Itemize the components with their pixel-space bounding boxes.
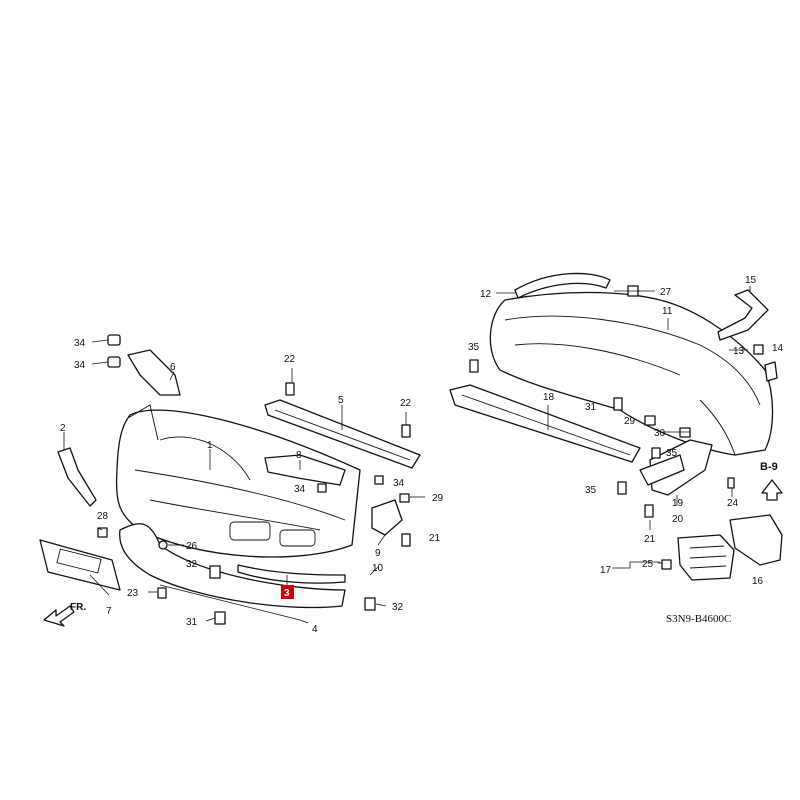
callout-34-c: 34 — [294, 484, 306, 495]
molding-12 — [514, 272, 611, 299]
callout-17: 17 — [600, 565, 612, 576]
callout-11: 11 — [662, 306, 673, 317]
section-ref-b9: B-9 — [760, 461, 783, 501]
svg-text:FR.: FR. — [70, 602, 86, 613]
clip-21-a — [401, 533, 411, 547]
callout-14: 14 — [772, 343, 784, 354]
callout-21-front: 21 — [429, 533, 441, 544]
callout-30: 30 — [654, 428, 666, 439]
callout-34-b: 34 — [74, 360, 86, 371]
callout-29-front: 29 — [432, 493, 444, 504]
license-plate-base-7 — [39, 539, 121, 591]
callout-5: 5 — [338, 395, 344, 406]
bolt-22-b — [401, 424, 411, 438]
callout-27: 27 — [660, 287, 672, 298]
clip-35-c — [651, 447, 661, 459]
bracket-20 — [639, 454, 685, 486]
callout-24: 24 — [727, 498, 739, 509]
rear-beam-18 — [449, 384, 641, 463]
clip-26 — [158, 540, 168, 550]
callout-21-rear: 21 — [644, 534, 656, 545]
clip-34-c — [317, 483, 327, 493]
clip-25 — [661, 559, 672, 570]
callout-35-a: 35 — [468, 342, 480, 353]
clip-34-b — [107, 356, 121, 368]
bolt-22-a — [285, 382, 295, 396]
side-molding-2 — [57, 447, 97, 507]
callout-13: 13 — [733, 346, 745, 357]
diagram-code: S3N9-B4600C — [666, 613, 731, 625]
callout-35-c: 35 — [666, 448, 678, 459]
callout-9: 9 — [375, 548, 381, 559]
bracket-9 — [371, 499, 403, 536]
clip-35-a — [469, 359, 479, 373]
callout-labels: 1 2 4 5 6 7 8 9 10 11 12 13 14 15 16 17 … — [60, 275, 784, 635]
clip-30 — [679, 427, 691, 438]
clip-13 — [753, 344, 764, 355]
callout-34-d: 34 — [393, 478, 405, 489]
callout-34-a: 34 — [74, 338, 86, 349]
callout-22-a: 22 — [284, 354, 296, 365]
front-bumper-face — [115, 409, 361, 558]
callout-19: 19 — [672, 498, 684, 509]
callout-35-b: 35 — [585, 485, 597, 496]
callout-32-a: 32 — [186, 559, 198, 570]
callout-18: 18 — [543, 392, 555, 403]
callout-29-rear: 29 — [624, 416, 636, 427]
side-molding-15 — [717, 289, 769, 341]
bracket-8 — [264, 454, 346, 486]
bolt-32-b — [364, 597, 376, 611]
callout-20: 20 — [672, 514, 684, 525]
callout-7: 7 — [106, 606, 112, 617]
clip-34-a — [107, 334, 121, 346]
callout-10: 10 — [372, 563, 384, 574]
rear-bumper-face-11 — [489, 291, 774, 456]
callout-31-rear: 31 — [585, 402, 597, 413]
bolt-31 — [214, 611, 226, 625]
clip-31-r — [613, 397, 623, 411]
screw-24 — [727, 477, 735, 489]
callout-32-b: 32 — [392, 602, 404, 613]
callout-23: 23 — [127, 588, 139, 599]
callout-28: 28 — [97, 511, 109, 522]
svg-text:3: 3 — [284, 588, 290, 599]
clip-21-r — [644, 504, 654, 518]
reflector-14 — [764, 361, 778, 382]
callout-15: 15 — [745, 275, 757, 286]
clip-29-r — [644, 415, 656, 426]
callout-2: 2 — [60, 423, 66, 434]
callout-4: 4 — [312, 624, 318, 635]
bolt-23 — [157, 587, 167, 599]
vent-16 — [729, 514, 783, 566]
clip-28 — [97, 527, 108, 538]
callout-8: 8 — [296, 450, 302, 461]
lip-10 — [237, 564, 346, 584]
clip-35-b — [617, 481, 627, 495]
callout-6: 6 — [170, 362, 176, 373]
callout-16: 16 — [752, 576, 764, 587]
clip-34-d — [374, 475, 384, 485]
clip-29-a — [399, 493, 410, 503]
front-beam-5 — [264, 399, 421, 469]
callout-12: 12 — [480, 289, 492, 300]
svg-text:B-9: B-9 — [760, 461, 778, 473]
callout-1: 1 — [207, 440, 213, 451]
bolt-32-a — [209, 565, 221, 579]
highlighted-callout-3: 3 — [281, 585, 294, 599]
front-direction-arrow: FR. — [43, 602, 86, 627]
callout-26: 26 — [186, 541, 198, 552]
callout-22-b: 22 — [400, 398, 412, 409]
callout-31-front: 31 — [186, 617, 198, 628]
leader-lines — [63, 286, 751, 624]
callout-25: 25 — [642, 559, 654, 570]
bracket-6 — [127, 349, 181, 396]
